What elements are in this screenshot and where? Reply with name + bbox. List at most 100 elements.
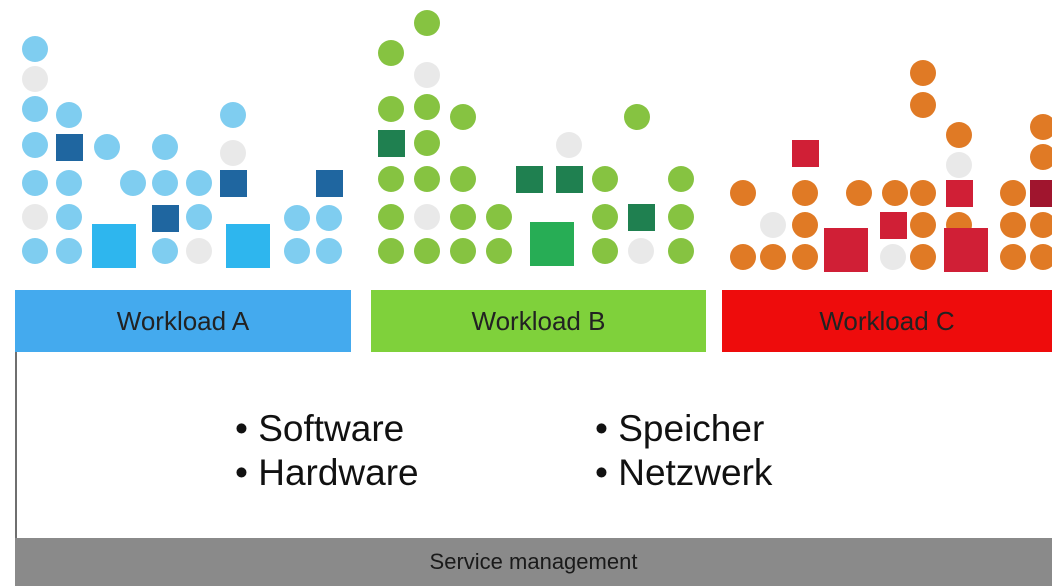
workload-a-square	[152, 205, 179, 232]
workload-b-circle	[450, 204, 476, 230]
workload-c-circle	[730, 244, 756, 270]
workload-c-circle	[760, 212, 786, 238]
workload-c-circle	[792, 244, 818, 270]
workload-c-square	[944, 228, 988, 272]
workload-c-circle	[1030, 212, 1052, 238]
workload-c-circle	[1000, 212, 1026, 238]
workload-c-circle	[880, 244, 906, 270]
workload-c-square	[792, 140, 819, 167]
workload-b-circle	[668, 166, 694, 192]
workload-a-circle	[316, 238, 342, 264]
workload-c-circle	[1030, 244, 1052, 270]
workload-a-circle	[94, 134, 120, 160]
workload-a-square	[92, 224, 136, 268]
workload-a-circle	[220, 140, 246, 166]
workload-a-circle	[316, 205, 342, 231]
resource-hardware: • Hardware	[235, 452, 419, 493]
workload-c-circle	[730, 180, 756, 206]
workload-c-circle	[946, 122, 972, 148]
workload-b-bar: Workload B	[371, 290, 706, 352]
workload-a-circle	[152, 170, 178, 196]
workload-b-circle	[486, 204, 512, 230]
workload-a-circle	[220, 102, 246, 128]
workload-c-circle	[910, 212, 936, 238]
workload-c-circle	[1000, 244, 1026, 270]
workload-a-circle	[152, 238, 178, 264]
workload-c-circle	[946, 152, 972, 178]
workload-b-circle	[450, 104, 476, 130]
workload-a-circle	[284, 238, 310, 264]
workload-a-circle	[22, 238, 48, 264]
workload-b-circle	[414, 166, 440, 192]
workload-a-circle	[22, 204, 48, 230]
workload-b-circle	[592, 204, 618, 230]
workload-a-square	[56, 134, 83, 161]
workload-b-square	[628, 204, 655, 231]
workload-b-circle	[414, 238, 440, 264]
workload-b-circle	[414, 62, 440, 88]
workload-a-circle	[22, 132, 48, 158]
workload-a-square	[316, 170, 343, 197]
workload-b-circle	[486, 238, 512, 264]
workload-b-circle	[414, 94, 440, 120]
workload-c-bar: Workload C	[722, 290, 1052, 352]
workload-c-circle	[760, 244, 786, 270]
workload-a-circle	[56, 238, 82, 264]
workload-a-square	[220, 170, 247, 197]
workload-b-circle	[378, 40, 404, 66]
workload-b-circle	[450, 238, 476, 264]
workload-b-circle	[414, 130, 440, 156]
workload-c-circle	[910, 244, 936, 270]
workload-b-circle	[556, 132, 582, 158]
workload-b-circle	[624, 104, 650, 130]
workload-c-circle	[910, 92, 936, 118]
workload-b-circle	[628, 238, 654, 264]
resource-list-left: • Software • Hardware	[235, 407, 419, 495]
workload-c-circle	[1000, 180, 1026, 206]
resource-speicher: • Speicher	[595, 408, 765, 449]
workload-a-square	[226, 224, 270, 268]
workload-b-circle	[592, 238, 618, 264]
workload-c-circle	[792, 180, 818, 206]
service-management-bar: Service management	[15, 538, 1052, 586]
workload-a-circle	[22, 96, 48, 122]
workload-c-circle	[882, 180, 908, 206]
workload-b-circle	[668, 204, 694, 230]
workload-a-circle	[56, 102, 82, 128]
workload-a-circle	[186, 238, 212, 264]
workload-c-square	[1030, 180, 1052, 207]
infrastructure-panel: • Software • Hardware • Speicher • Netzw…	[15, 352, 1052, 538]
workload-a-circle	[186, 204, 212, 230]
workload-a-circle	[22, 66, 48, 92]
workload-b-square	[530, 222, 574, 266]
workload-b-circle	[450, 166, 476, 192]
workload-c-circle	[910, 60, 936, 86]
workload-c-square	[824, 228, 868, 272]
workload-c-circle	[792, 212, 818, 238]
workload-b-circle	[414, 204, 440, 230]
workload-b-square	[516, 166, 543, 193]
workload-a-circle	[120, 170, 146, 196]
workload-a-circle	[22, 170, 48, 196]
workload-b-circle	[378, 204, 404, 230]
workload-a-circle	[56, 170, 82, 196]
resource-list-right: • Speicher • Netzwerk	[595, 407, 772, 495]
workload-c-square	[946, 180, 973, 207]
workload-c-circle	[910, 180, 936, 206]
workload-b-square	[378, 130, 405, 157]
workload-c-square	[880, 212, 907, 239]
workload-a-bar: Workload A	[15, 290, 351, 352]
workload-b-circle	[592, 166, 618, 192]
workload-b-circle	[378, 96, 404, 122]
workload-stacks	[0, 0, 1052, 290]
workload-b-circle	[378, 238, 404, 264]
workload-a-circle	[56, 204, 82, 230]
workload-b-circle	[414, 10, 440, 36]
workload-c-circle	[846, 180, 872, 206]
resource-netzwerk: • Netzwerk	[595, 452, 773, 493]
workload-a-circle	[186, 170, 212, 196]
resource-software: • Software	[235, 408, 405, 449]
workload-b-circle	[668, 238, 694, 264]
workload-c-circle	[1030, 144, 1052, 170]
workload-a-circle	[22, 36, 48, 62]
